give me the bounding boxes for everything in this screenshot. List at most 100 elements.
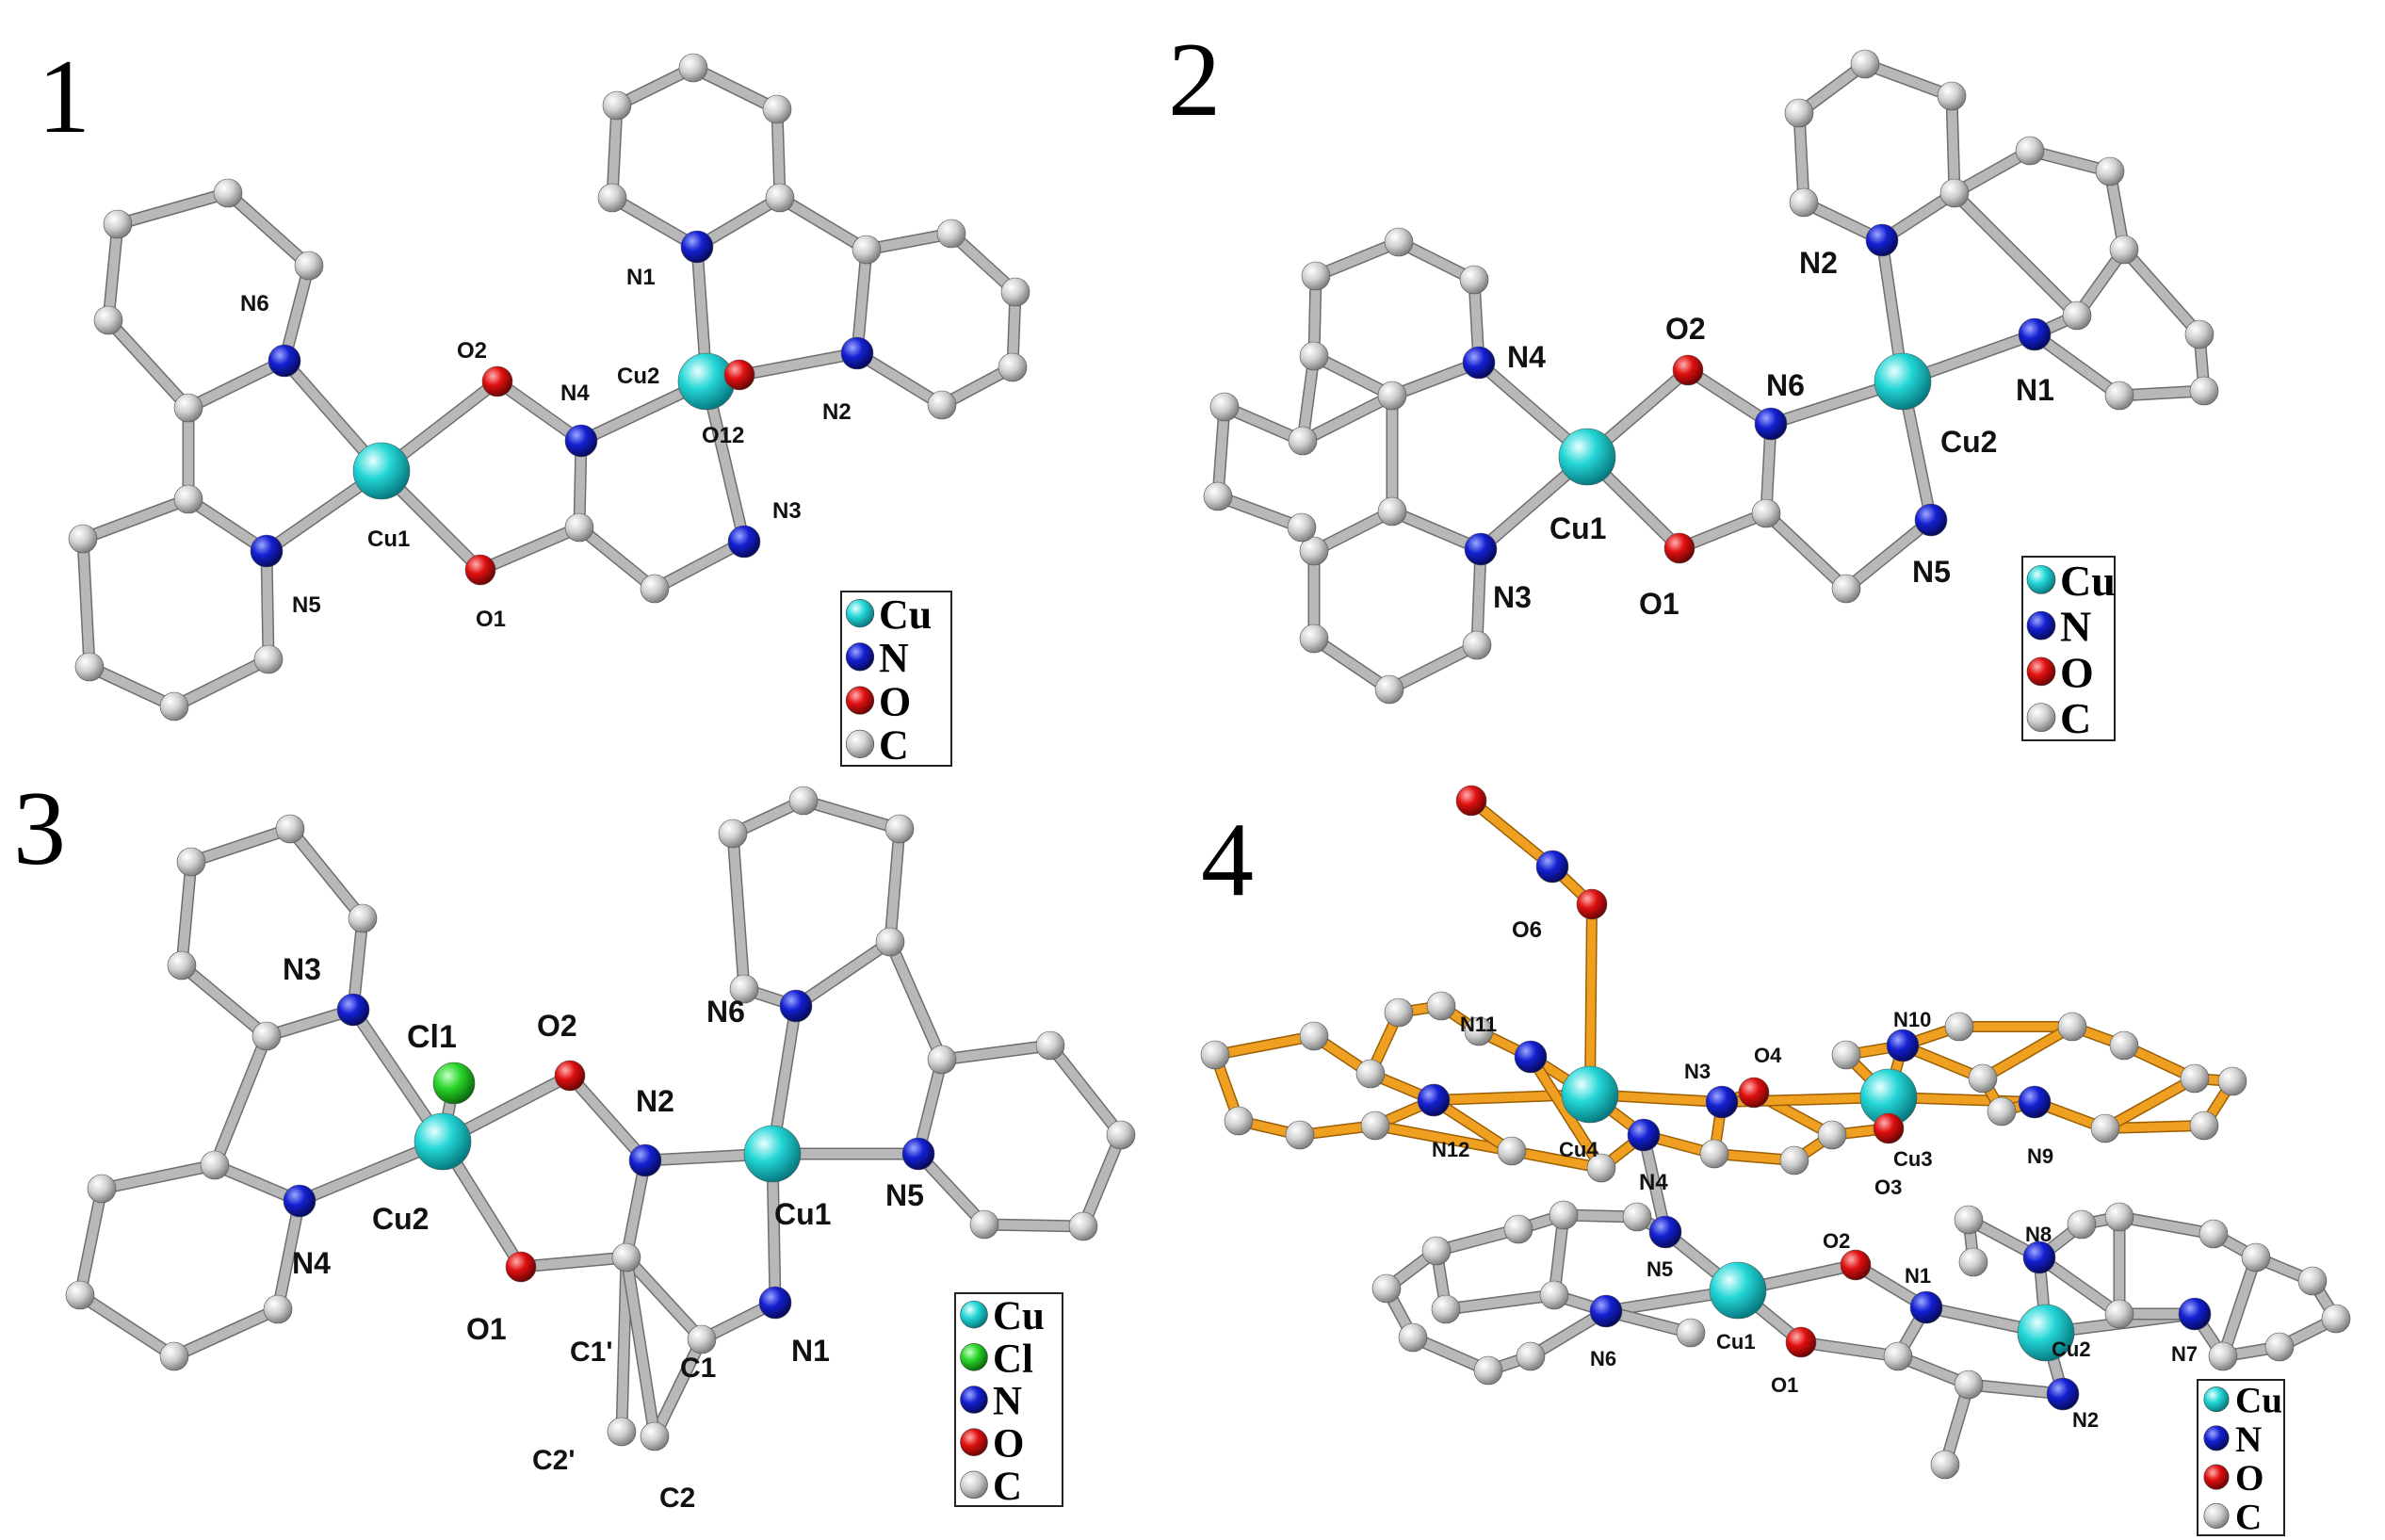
panel-4-oxygen-atom xyxy=(1455,785,1487,817)
panel-4-carbon-atom xyxy=(2189,1110,2219,1141)
carbon-legend-label: C xyxy=(2235,1497,2262,1537)
panel-3-bond-v1-v2 xyxy=(728,829,749,994)
panel-3-carbon-atom xyxy=(159,1341,189,1371)
panel-4-atom-label: N6 xyxy=(1590,1347,1616,1370)
panel-3-bond-w2-w3 xyxy=(1046,1041,1126,1140)
panel-4-atom-label: Cu3 xyxy=(1893,1147,1933,1171)
panel-4-atom-label: N8 xyxy=(2025,1223,2052,1246)
panel-2-carbon-atom xyxy=(1459,265,1489,295)
panel-4-carbon-atom xyxy=(2067,1209,2097,1240)
panel-3-copper-atom xyxy=(414,1112,472,1171)
nitrogen-legend-label: N xyxy=(879,635,909,681)
panel-2-nitrogen-atom xyxy=(1914,503,1948,537)
panel-3-carbon-atom xyxy=(788,786,819,816)
panel-3-bond-t2-t3 xyxy=(177,857,196,970)
panel-4-bond-h10-h11 xyxy=(1507,1146,1606,1173)
panel-1-atom-label: Cu1 xyxy=(367,527,410,552)
oxygen-legend-swatch xyxy=(960,1428,988,1456)
panel-3-nitrogen-atom xyxy=(628,1143,662,1177)
panel-4-atom-label: N9 xyxy=(2027,1144,2053,1168)
panel-4-bond-N11-h11 xyxy=(1526,1052,1606,1173)
panel-4-copper-atom xyxy=(1561,1065,1619,1124)
panel-2-carbon-atom xyxy=(1751,498,1781,528)
panel-2-carbon-atom xyxy=(1850,49,1880,79)
panel-3-atoms xyxy=(65,786,1136,1451)
panel-4-bond-h5-h1 xyxy=(1210,1031,1319,1060)
panel-3-bond-u4-u5 xyxy=(170,1305,283,1361)
panel-1-carbon-atom xyxy=(765,183,795,213)
panel-3-carbon-atom xyxy=(1068,1211,1098,1241)
panel-4-nitrogen-atom xyxy=(1589,1294,1623,1328)
panel-4-nitrogen-atom xyxy=(1886,1029,1920,1062)
oxygen-legend-swatch xyxy=(845,686,875,715)
panel-4-carbon-atom xyxy=(1817,1120,1847,1150)
panel-3-bond-c1a-C1 xyxy=(622,1253,706,1344)
panel-4-atom-label: N7 xyxy=(2171,1342,2198,1366)
panel-3-bond-v5-w1 xyxy=(885,937,947,1064)
panel-3-atom-label: C1 xyxy=(680,1353,716,1384)
panel-3-oxygen-atom xyxy=(554,1060,586,1092)
panel-1-bond-b5-N5 xyxy=(262,546,273,664)
panel-3-bond-c1a-O1 xyxy=(516,1253,631,1272)
panel-2-carbon-atom xyxy=(1301,261,1331,291)
panel-1-nitrogen-atom xyxy=(840,336,874,370)
panel-3-atom-label: N5 xyxy=(885,1178,924,1212)
panel-2-carbon-atom xyxy=(1287,512,1317,543)
panel-3-atom-label: C2 xyxy=(659,1483,695,1514)
panel-2-nitrogen-atom xyxy=(2018,317,2052,351)
panel-3-carbon-atom xyxy=(275,814,305,844)
carbon-legend-label: C xyxy=(879,722,909,769)
panel-3-bond-t1-t2 xyxy=(177,961,271,1041)
panel-2-nitrogen-atom xyxy=(1865,223,1899,257)
panel-4-nitrogen-atom xyxy=(2018,1085,2052,1119)
panel-3-nitrogen-atom xyxy=(901,1137,935,1171)
panel-3-chlorine-atom xyxy=(432,1062,476,1105)
panel-1-atom-label: N5 xyxy=(292,592,321,618)
panel-4-carbon-atom xyxy=(1473,1355,1503,1386)
panel-1-bond-a4-a5 xyxy=(223,188,314,270)
panel-1-carbon-atom xyxy=(1000,277,1030,307)
panel-1-atoms xyxy=(68,53,1030,721)
panel-1-nitrogen-atom xyxy=(727,525,761,559)
panel-3-carbon-atom xyxy=(607,1417,637,1447)
carbon-legend-swatch xyxy=(845,729,875,758)
panel-2-atom-label: N1 xyxy=(2016,373,2054,407)
panel-3-bond-w3-w4 xyxy=(1079,1130,1126,1231)
panel-3-number: 3 xyxy=(13,770,66,887)
panel-4-carbon-atom xyxy=(1426,991,1456,1021)
panel-2-carbon-atom xyxy=(1377,496,1407,527)
panel-4-nitrogen-atom xyxy=(1909,1290,1943,1324)
panel-1-carbon-atom xyxy=(597,183,627,213)
oxygen-legend-label: O xyxy=(879,678,911,724)
panel-1-atom-label: N3 xyxy=(772,498,802,524)
panel-2-carbon-atom xyxy=(2104,381,2134,411)
nitrogen-legend-label: N xyxy=(2060,603,2091,651)
panel-1-carbon-atom xyxy=(103,209,133,239)
panel-1-oxygen-atom xyxy=(481,365,513,397)
panel-3-atom-label: C2' xyxy=(532,1445,575,1476)
panel-2-carbon-atom xyxy=(1784,98,1814,128)
panel-1-carbon-atom xyxy=(253,644,284,674)
panel-4-bond-h22-h19 xyxy=(2101,1074,2199,1133)
panel-1-carbon-atom xyxy=(173,393,203,423)
panel-2-atom-label: N4 xyxy=(1507,340,1546,374)
panel-4-bond-l21-l17 xyxy=(2218,1253,2261,1361)
panel-4-carbon-atom xyxy=(1384,997,1414,1028)
panel-4-carbon-atom xyxy=(1200,1040,1230,1070)
panel-4-carbon-atom xyxy=(1285,1120,1315,1150)
panel-2-atom-label: N5 xyxy=(1912,555,1951,589)
oxygen-legend-swatch xyxy=(2026,657,2056,687)
panel-1-bond-b2-b3 xyxy=(78,534,94,672)
panel-1-bond-c4-c6 xyxy=(575,523,659,593)
panel-3-atom-label: N3 xyxy=(283,952,321,986)
panel-1-carbon-atom xyxy=(602,90,632,121)
panel-3-bond-O2-N2 xyxy=(565,1071,650,1165)
panel-2-carbon-atom xyxy=(2062,300,2092,331)
panel-4-bond-h21-h22 xyxy=(2101,1121,2209,1133)
copper-legend-label: Cu xyxy=(2235,1381,2282,1421)
panel-3-bond-t4-t5 xyxy=(285,824,367,923)
